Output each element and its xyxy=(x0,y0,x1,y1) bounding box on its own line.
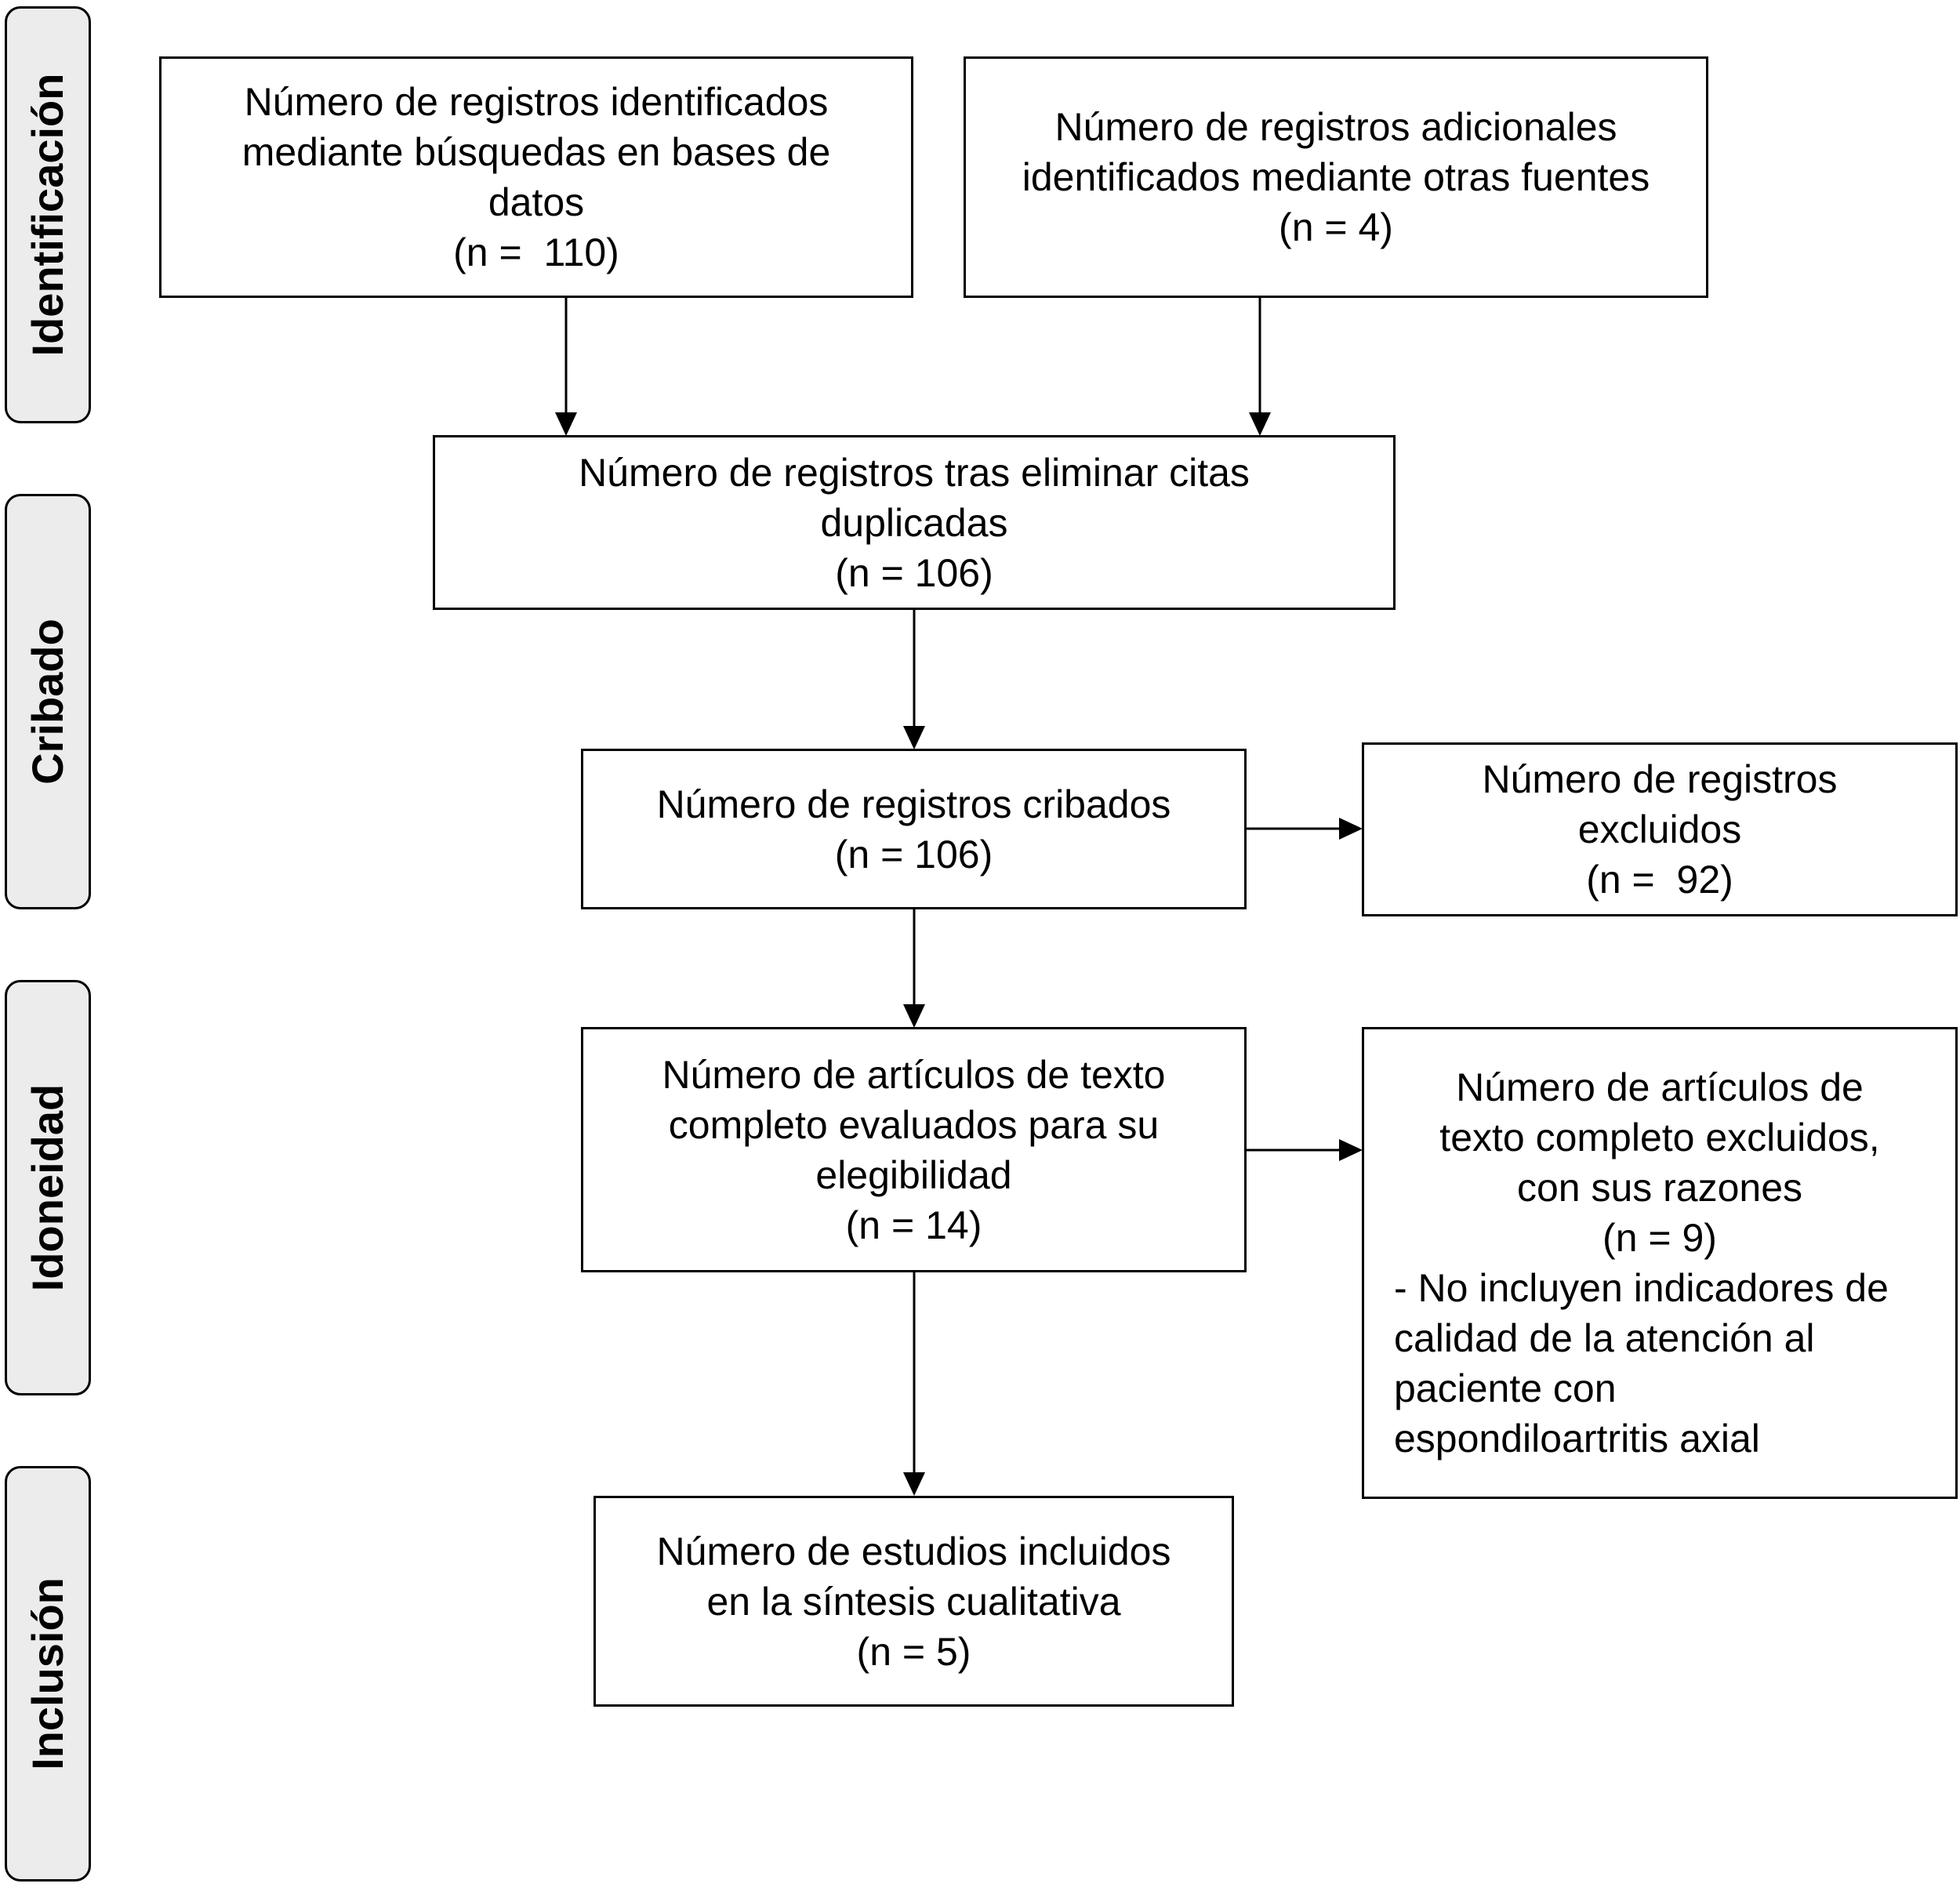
stage-identificacion-label: Identificación xyxy=(23,73,72,357)
box-line: texto completo excluidos, xyxy=(1439,1116,1880,1159)
box-line: Número de registros tras eliminar citas xyxy=(579,450,1250,495)
box-line: Número de registros adicionales xyxy=(1054,105,1617,149)
box-included-studies: Número de estudios incluidos en la sínte… xyxy=(593,1496,1234,1707)
reason-line: - No incluyen indicadores de xyxy=(1394,1266,1889,1310)
box-line: Número de artículos de texto xyxy=(662,1052,1166,1097)
box-line: elegibilidad xyxy=(815,1152,1012,1197)
box-database-records: Número de registros identificados median… xyxy=(159,56,913,298)
box-excluded-records: Número de registros excluidos (n = 92) xyxy=(1362,742,1958,916)
box-fulltext-excluded: Número de artículos de texto completo ex… xyxy=(1362,1027,1958,1499)
box-count: (n = 14) xyxy=(845,1203,982,1247)
box-additional-records: Número de registros adicionales identifi… xyxy=(964,56,1708,298)
box-line: Número de registros xyxy=(1482,757,1838,801)
arrowhead-fulltext-excluded xyxy=(1339,1139,1363,1161)
stage-identificacion: Identificación xyxy=(5,6,91,423)
box-line: completo evaluados para su xyxy=(668,1102,1160,1147)
stage-inclusion-label: Inclusión xyxy=(23,1577,72,1770)
arrowhead-screened-fulltext xyxy=(903,1004,925,1028)
reason-line: espondiloartritis axial xyxy=(1394,1417,1760,1461)
reason-line: calidad de la atención al xyxy=(1394,1316,1815,1360)
box-line: mediante búsquedas en bases de xyxy=(241,130,831,174)
box-line: duplicadas xyxy=(820,500,1008,545)
arrowhead-db xyxy=(555,412,577,436)
exclusion-reasons: - No incluyen indicadores de calidad de … xyxy=(1380,1263,1940,1464)
box-count: (n = 9) xyxy=(1602,1216,1717,1260)
box-screened-records: Número de registros cribados (n = 106) xyxy=(581,749,1247,909)
stage-cribado-label: Cribado xyxy=(23,619,72,785)
box-line: Número de estudios incluidos xyxy=(656,1529,1171,1573)
box-line: Número de artículos de xyxy=(1456,1065,1864,1109)
box-line: Número de registros cribados xyxy=(656,782,1171,826)
box-count: (n = 110) xyxy=(453,230,619,274)
box-line: excluidos xyxy=(1577,807,1742,851)
box-deduplicated-records: Número de registros tras eliminar citas … xyxy=(433,435,1396,610)
stage-idoneidad: Idoneidad xyxy=(5,980,91,1395)
box-line: con sus razones xyxy=(1516,1166,1803,1210)
box-line: Número de registros identificados xyxy=(244,80,829,124)
box-line: datos xyxy=(488,180,585,224)
box-fulltext-assessed: Número de artículos de texto completo ev… xyxy=(581,1027,1247,1272)
box-line: identificados mediante otras fuentes xyxy=(1022,155,1650,199)
stage-cribado: Cribado xyxy=(5,494,91,909)
reason-line: paciente con xyxy=(1394,1366,1617,1410)
stage-idoneidad-label: Idoneidad xyxy=(23,1083,72,1292)
box-count: (n = 4) xyxy=(1279,205,1393,249)
box-count: (n = 92) xyxy=(1586,858,1733,902)
arrowhead-screened-excluded xyxy=(1339,818,1363,840)
arrowhead-additional xyxy=(1249,412,1271,436)
arrowhead-dedup xyxy=(903,726,925,749)
box-count: (n = 106) xyxy=(835,550,993,595)
box-line: en la síntesis cualitativa xyxy=(706,1579,1121,1624)
arrowhead-included xyxy=(903,1472,925,1496)
box-count: (n = 5) xyxy=(856,1629,971,1674)
stage-inclusion: Inclusión xyxy=(5,1466,91,1882)
box-count: (n = 106) xyxy=(834,832,993,876)
